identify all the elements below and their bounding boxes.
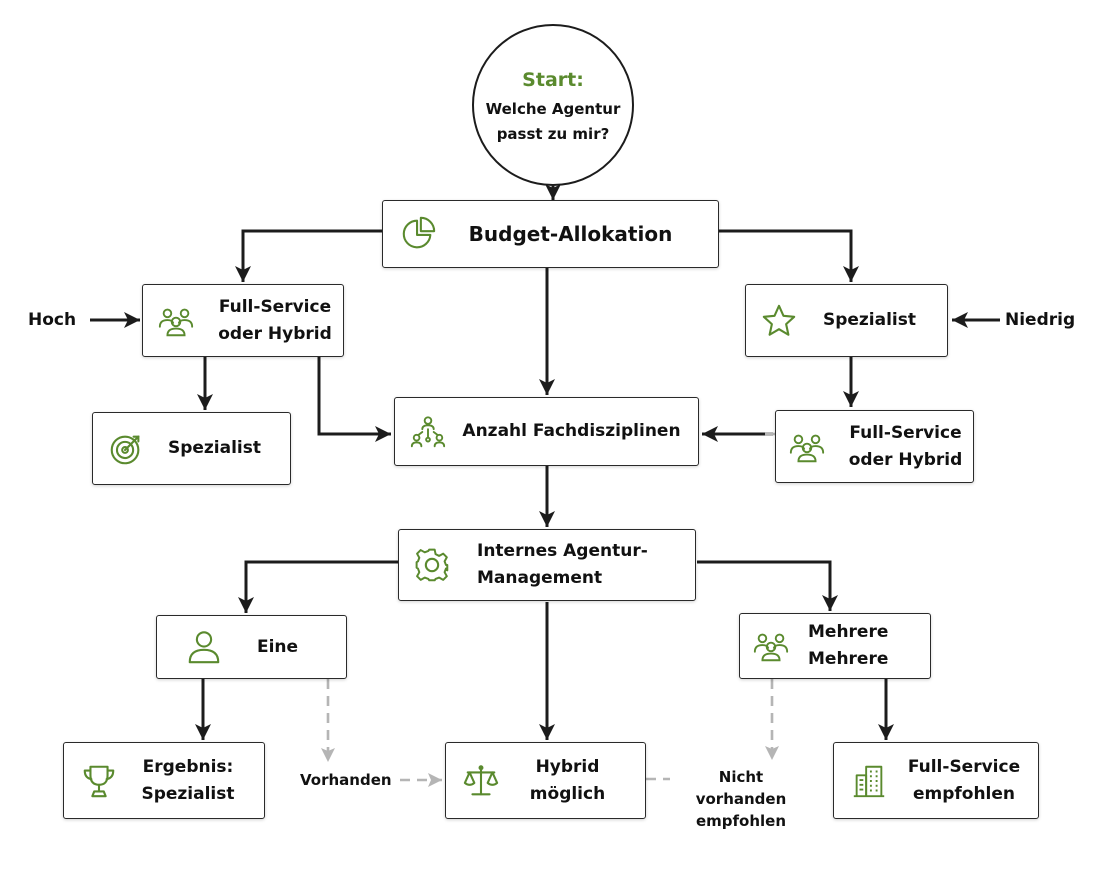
node-label: Mehrere Mehrere bbox=[808, 622, 889, 669]
node-mehrere: Mehrere Mehrere bbox=[739, 613, 931, 679]
team-icon bbox=[158, 308, 194, 336]
trophy-icon bbox=[83, 765, 115, 797]
node-label: Anzahl Fachdisziplinen bbox=[462, 421, 681, 441]
edge-full-service-left-fachdisziplinen bbox=[317, 357, 391, 442]
node-spezialist-left: Spezialist bbox=[92, 412, 291, 485]
scales-icon bbox=[463, 764, 499, 795]
node-label: Spezialist bbox=[167, 438, 262, 458]
team-icon bbox=[789, 434, 825, 462]
node-internes-agentur-management: Internes Agentur-Management bbox=[398, 529, 696, 601]
user-icon bbox=[188, 631, 220, 664]
start-node: Start: Welche Agentur passt zu mir? bbox=[472, 24, 634, 186]
node-eine: Eine bbox=[156, 615, 347, 679]
node-label: Ergebnis: Spezialist bbox=[141, 756, 235, 804]
node-full-service-empfohlen: Full-Service empfohlen bbox=[833, 742, 1039, 819]
start-title: Start: bbox=[522, 69, 584, 91]
node-label: Budget-Allokation bbox=[468, 221, 673, 246]
edge-label-niedrig: Niedrig bbox=[1005, 310, 1076, 330]
node-ergebnis-spezialist: Ergebnis: Spezialist bbox=[63, 742, 265, 819]
edge-label-vorhanden: Vorhanden bbox=[300, 771, 392, 789]
edge-label-nicht-vorhanden: Nicht vorhanden empfohlen bbox=[695, 768, 787, 830]
node-label: Eine bbox=[256, 636, 299, 657]
start-question: Welche Agentur passt zu mir? bbox=[485, 100, 621, 143]
node-label: Spezialist bbox=[822, 310, 917, 330]
edge-label-hoch: Hoch bbox=[28, 310, 77, 330]
building-icon bbox=[853, 765, 885, 797]
node-full-service-right: Full-Service oder Hybrid bbox=[775, 410, 974, 483]
star-icon bbox=[762, 304, 796, 336]
node-label: Hybrid möglich bbox=[529, 756, 606, 804]
node-full-service-left: Full-Service oder Hybrid bbox=[142, 284, 344, 357]
node-label: Full-Service oder Hybrid bbox=[848, 422, 963, 470]
node-label: Full-Service empfohlen bbox=[907, 756, 1021, 804]
team-icon bbox=[753, 633, 789, 662]
node-label: Full-Service oder Hybrid bbox=[218, 296, 332, 344]
pie-chart-icon bbox=[402, 216, 436, 249]
node-hybrid-moeglich: Hybrid möglich bbox=[445, 742, 646, 819]
edge-budget-full-service-left bbox=[235, 229, 382, 282]
target-icon bbox=[110, 435, 140, 464]
edge-internes-mehrere bbox=[697, 560, 838, 611]
gear-icon bbox=[415, 548, 449, 582]
node-label: Internes Agentur-Management bbox=[477, 541, 648, 588]
node-anzahl-fachdisziplinen: Anzahl Fachdisziplinen bbox=[394, 397, 699, 466]
node-budget-allokation: Budget-Allokation bbox=[382, 200, 719, 268]
edge-budget-spezialist-top-right bbox=[719, 229, 859, 282]
network-icon bbox=[410, 415, 446, 447]
node-spezialist-top-right: Spezialist bbox=[745, 284, 948, 357]
edge-internes-eine bbox=[238, 560, 398, 613]
